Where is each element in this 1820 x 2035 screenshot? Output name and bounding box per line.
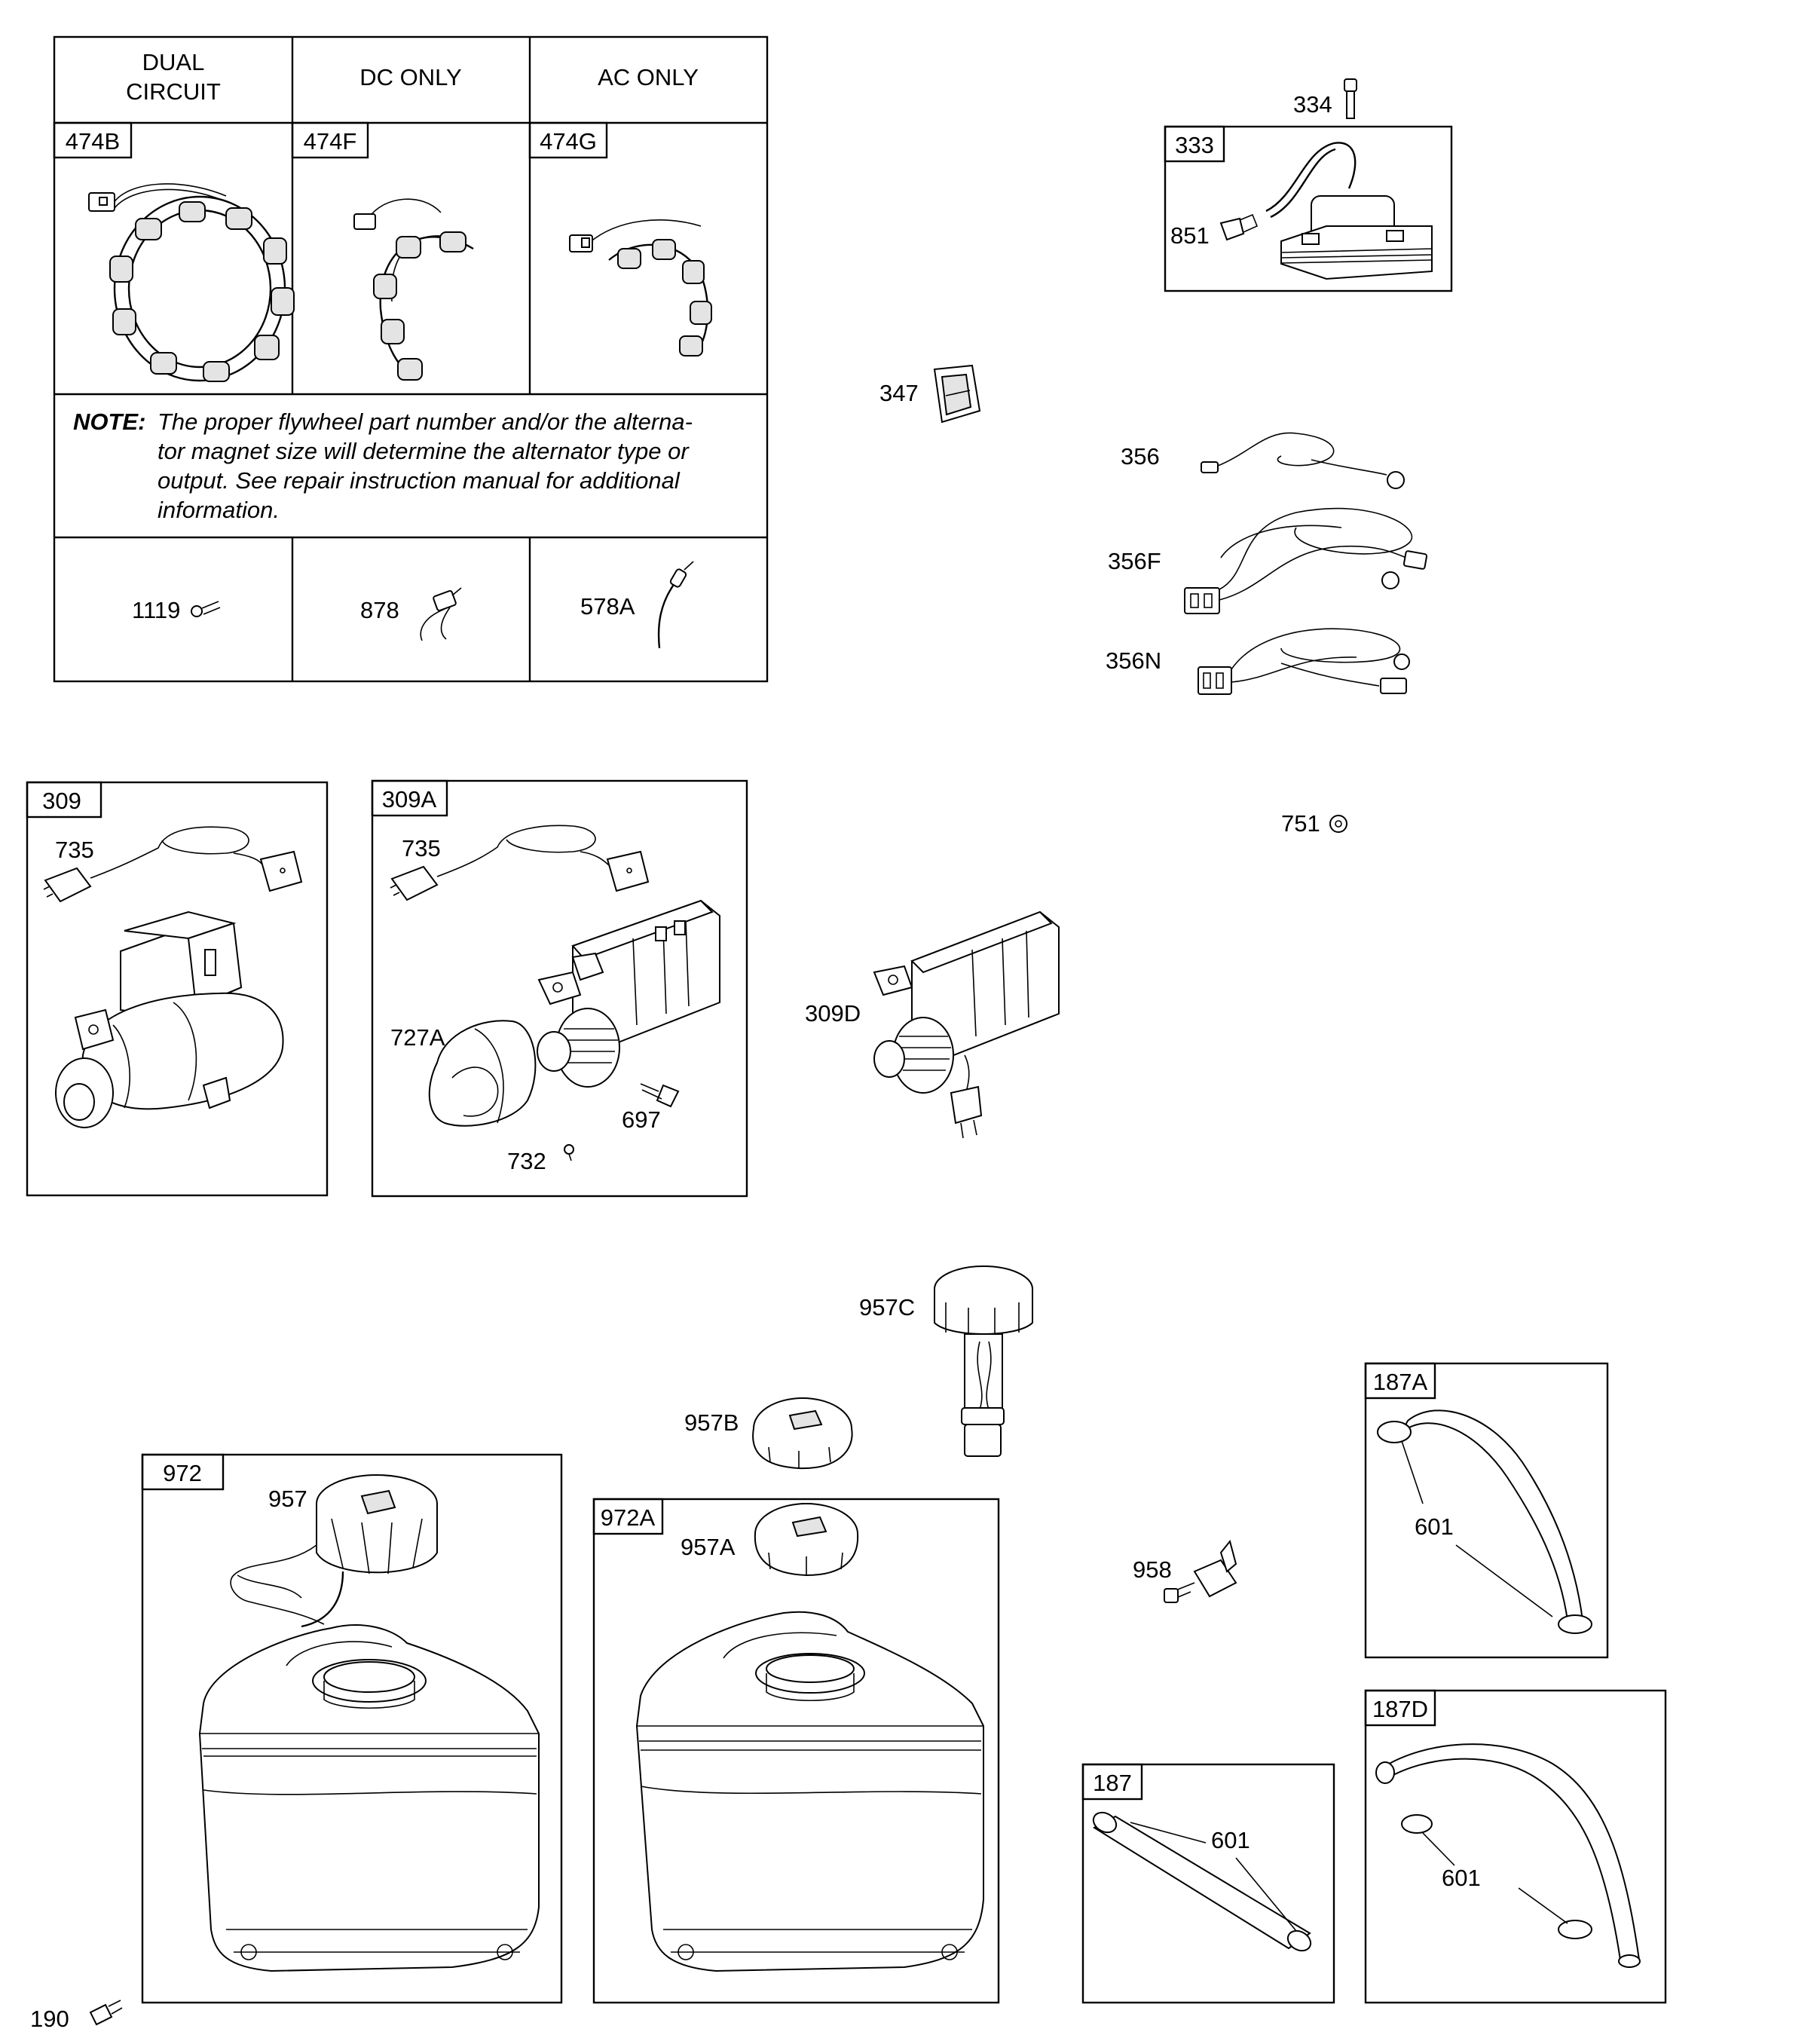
part-label-957: 957 — [268, 1486, 307, 1512]
part-label-878: 878 — [360, 597, 399, 623]
stator-ring-illustration — [88, 183, 295, 382]
parts-box-309: 309 735 — [26, 781, 329, 1197]
note-label: NOTE: — [73, 409, 145, 435]
connector-illustration — [420, 587, 462, 641]
part-label-735: 735 — [55, 837, 94, 863]
fuel-cap-957a-illustration — [754, 1503, 859, 1577]
part-label-735-b: 735 — [402, 835, 441, 861]
bolt-334-illustration — [1344, 78, 1357, 119]
starter-motor-309d-illustration — [873, 910, 1060, 1139]
part-label-356n: 356N — [1106, 647, 1161, 674]
part-label-356: 356 — [1121, 443, 1160, 470]
box-label-309: 309 — [42, 788, 81, 814]
bolt-190-illustration — [89, 2000, 123, 2026]
bolt-697-illustration — [640, 1083, 680, 1108]
header-ac-only: AC ONLY — [598, 64, 699, 90]
alternator-table: DUAL CIRCUIT DC ONLY AC ONLY 474B 474F 4… — [53, 35, 769, 683]
part-label-957b: 957B — [684, 1409, 739, 1436]
part-label-356f: 356F — [1108, 548, 1161, 574]
fuel-tank-972a-illustration — [635, 1611, 984, 1972]
part-label-601-187: 601 — [1211, 1827, 1250, 1853]
parts-box-187d: 187D 601 — [1364, 1689, 1667, 2004]
parts-box-309a: 309A 735 727A — [371, 779, 748, 1198]
wire-356-illustration — [1201, 432, 1405, 489]
part-label-958: 958 — [1133, 1556, 1172, 1583]
screw-illustration — [191, 601, 221, 617]
hose-187-illustration — [1092, 1811, 1312, 1952]
screw-732-illustration — [564, 1144, 574, 1161]
box-label-187: 187 — [1093, 1770, 1132, 1796]
note-line-4: information. — [158, 497, 280, 523]
part-label-347: 347 — [879, 380, 919, 406]
parts-box-972a: 972A 957A — [592, 1498, 1000, 2004]
box-label-333: 333 — [1175, 132, 1214, 158]
parts-box-333: 333 851 — [1164, 125, 1453, 292]
part-tag-474g: 474G — [540, 128, 597, 155]
box-label-187d: 187D — [1372, 1696, 1428, 1722]
wire-356f-illustration — [1184, 507, 1428, 614]
part-label-1119: 1119 — [132, 597, 180, 623]
fuel-tank-972-illustration — [198, 1624, 540, 1972]
ac-stator-illustration — [569, 219, 712, 357]
part-label-578a: 578A — [580, 593, 635, 620]
note-line-1: The proper flywheel part number and/or t… — [158, 409, 693, 435]
switch-347-illustration — [933, 364, 981, 424]
part-label-727a: 727A — [390, 1024, 445, 1051]
box-label-309a: 309A — [382, 786, 437, 812]
header-dual-circuit-line1: DUAL — [142, 49, 205, 75]
header-dual-circuit-line2: CIRCUIT — [126, 78, 221, 105]
note-line-2: tor magnet size will determine the alter… — [158, 438, 690, 464]
ignition-module-illustration — [1265, 142, 1433, 280]
stator-half-illustration — [353, 198, 474, 381]
starter-motor-309-illustration — [55, 910, 284, 1128]
part-tag-474b: 474B — [66, 128, 120, 155]
parts-box-187a: 187A 601 — [1364, 1362, 1609, 1659]
hose-187a-illustration — [1377, 1409, 1592, 1634]
fuel-cap-957b-illustration — [752, 1397, 853, 1470]
cover-727a-illustration — [428, 1020, 537, 1127]
parts-box-187: 187 601 — [1081, 1763, 1335, 2004]
header-dc-only: DC ONLY — [359, 64, 462, 90]
part-label-957c: 957C — [859, 1294, 915, 1320]
fuel-cap-957-illustration — [230, 1474, 438, 1628]
part-label-751: 751 — [1281, 810, 1320, 837]
part-label-334: 334 — [1293, 91, 1332, 118]
box-label-187a: 187A — [1373, 1369, 1428, 1395]
part-label-957a: 957A — [681, 1534, 736, 1560]
part-label-697: 697 — [622, 1106, 661, 1133]
part-label-851: 851 — [1170, 222, 1210, 249]
part-label-309d: 309D — [805, 1000, 861, 1027]
power-cord-illustration — [43, 826, 303, 903]
hose-187d-illustration — [1375, 1743, 1641, 1968]
spark-plug-boot-illustration — [1219, 213, 1259, 241]
washer-751-illustration — [1329, 815, 1347, 833]
fuel-cap-gauge-957c-illustration — [934, 1265, 1033, 1457]
shutoff-valve-958-illustration — [1164, 1539, 1237, 1603]
box-label-972: 972 — [163, 1460, 202, 1486]
wire-lead-illustration — [657, 561, 694, 649]
part-tag-474f: 474F — [304, 128, 357, 155]
wire-356n-illustration — [1198, 628, 1410, 695]
part-label-190: 190 — [30, 2006, 69, 2032]
parts-box-972: 972 957 — [141, 1453, 563, 2004]
box-label-972a: 972A — [601, 1504, 656, 1531]
part-label-732: 732 — [507, 1148, 546, 1174]
note-line-3: output. See repair instruction manual fo… — [158, 467, 681, 494]
part-label-601-187d: 601 — [1442, 1865, 1481, 1891]
power-cord-b-illustration — [390, 825, 650, 901]
part-label-601-187a: 601 — [1415, 1513, 1454, 1540]
starter-motor-309a-illustration — [537, 899, 720, 1088]
